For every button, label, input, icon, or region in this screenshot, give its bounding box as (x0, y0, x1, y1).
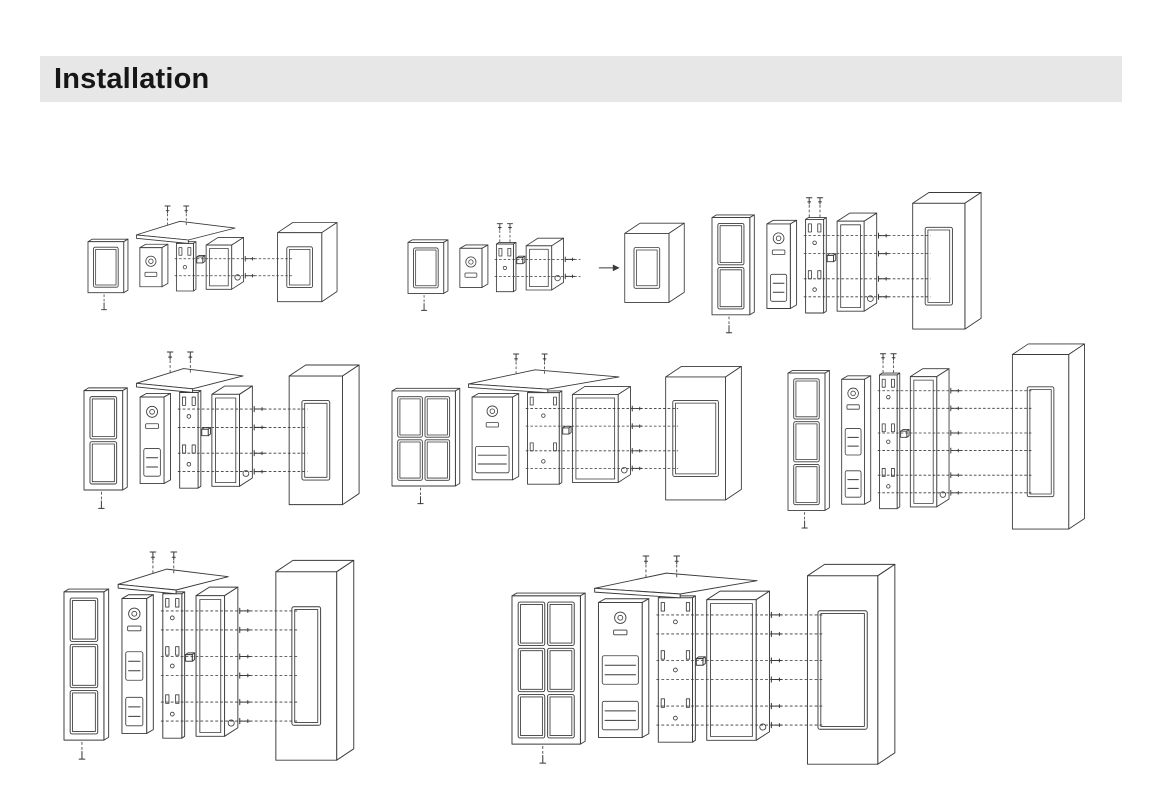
installation-diagram-3 (711, 192, 982, 334)
section-header-bar: Installation (40, 56, 1122, 102)
installation-diagram-7 (63, 551, 355, 761)
page-title: Installation (54, 62, 210, 95)
installation-diagram-1 (87, 205, 338, 311)
installation-diagram-4 (83, 351, 360, 509)
installation-diagram-8 (511, 555, 896, 765)
installation-diagram-6 (787, 343, 1085, 530)
installation-diagram-5 (391, 353, 742, 505)
installation-diagram-2 (407, 222, 685, 311)
